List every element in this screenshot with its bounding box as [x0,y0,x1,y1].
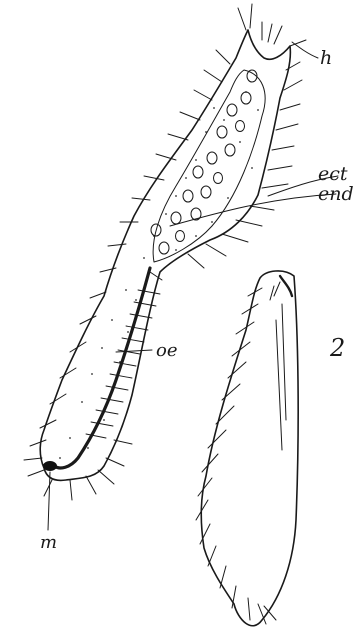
endoderm-cells [151,70,257,254]
appendage-tip [280,276,292,296]
figure-1-specimen [24,4,338,530]
label-m: m [40,532,57,553]
appendage-bristles [196,282,286,624]
label-end: end [318,183,354,205]
label-oe: oe [156,340,178,361]
label-ect: ect [318,163,348,185]
bristles [24,4,306,500]
oesophagus-striations [86,290,160,438]
figure-2-number: 2 [329,334,345,362]
mouth-spot [43,461,57,471]
label-h: h [320,47,332,69]
appendage-outline [201,271,298,626]
figure-2-appendage [196,271,298,626]
specimen-outline [40,30,290,480]
